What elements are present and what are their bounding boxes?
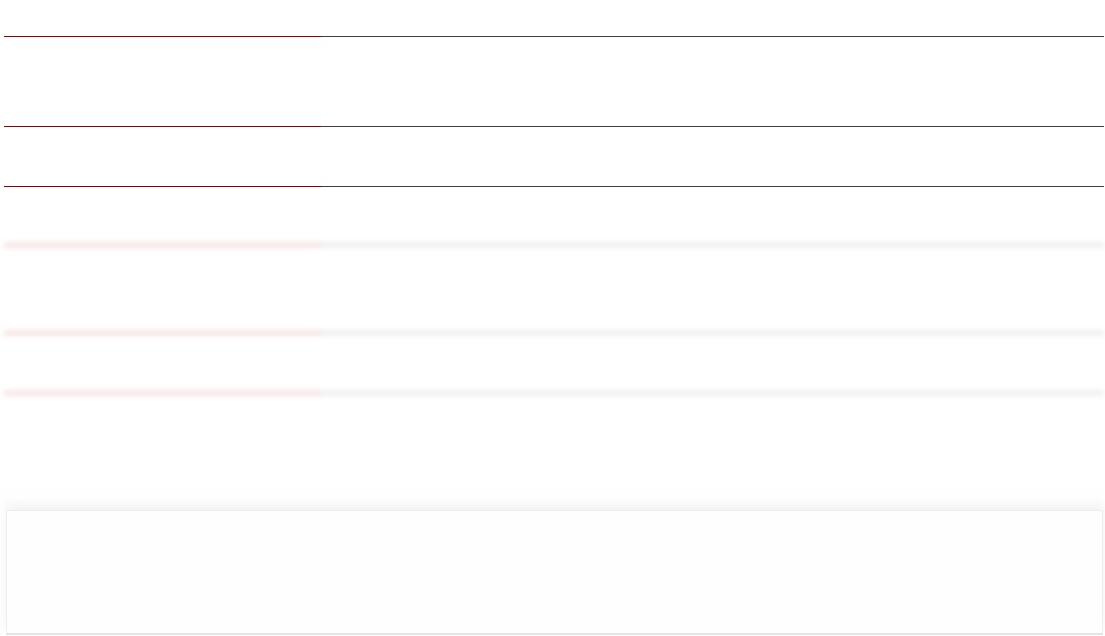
- blurred-section-divider: [4, 243, 1104, 247]
- section-divider: [4, 186, 1104, 187]
- divider-accent: [4, 243, 321, 247]
- blurred-section-divider: [4, 391, 1104, 395]
- divider-accent: [4, 391, 321, 395]
- blurred-section-divider: [4, 331, 1104, 335]
- divider-line: [321, 391, 1104, 395]
- divider-line: [321, 331, 1104, 335]
- bottom-panel: [6, 510, 1103, 634]
- divider-line: [321, 186, 1104, 187]
- section-divider: [4, 36, 1104, 37]
- divider-line: [321, 243, 1104, 247]
- section-divider: [4, 126, 1104, 127]
- divider-accent: [4, 331, 321, 335]
- divider-line: [321, 126, 1104, 127]
- divider-accent: [4, 126, 321, 127]
- divider-accent: [4, 186, 321, 187]
- panel-bottom-edge: [6, 633, 1103, 635]
- divider-accent: [4, 36, 321, 37]
- divider-line: [321, 36, 1104, 37]
